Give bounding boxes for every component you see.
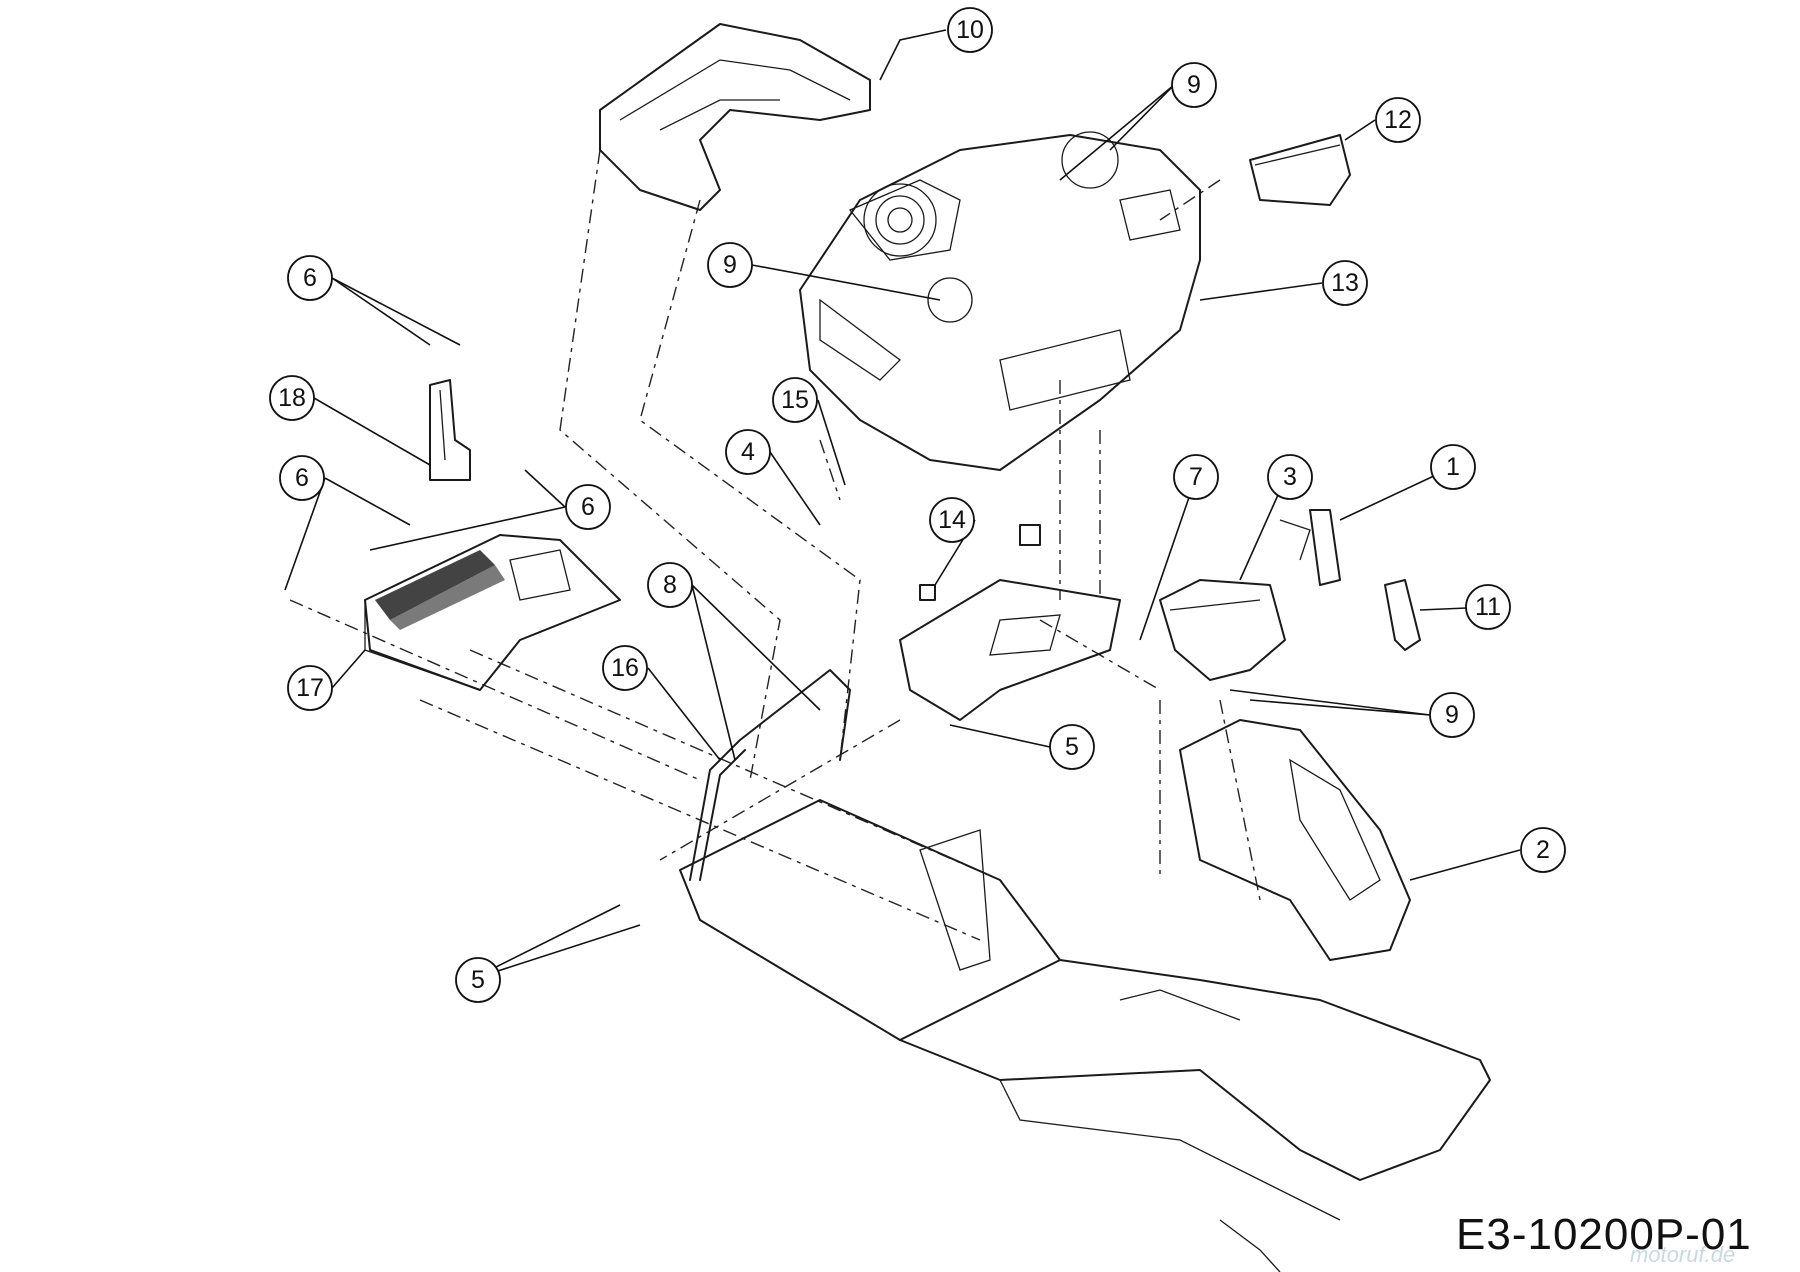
dash-panel — [1159, 579, 1286, 681]
hood-support-bar — [689, 669, 851, 881]
callout-13: 13 — [1322, 260, 1368, 306]
callout-label: 8 — [663, 571, 677, 599]
callout-7: 7 — [1173, 454, 1219, 500]
drawing-code: E3-10200P-01 — [1456, 1210, 1752, 1259]
callout-6: 6 — [287, 255, 333, 301]
callout-label: 6 — [303, 264, 317, 292]
callout-label: 11 — [1475, 593, 1501, 621]
callout-1: 1 — [1430, 444, 1476, 490]
callout-label: 6 — [581, 493, 595, 521]
callout-label: 9 — [723, 251, 737, 279]
callout-4: 4 — [725, 429, 771, 475]
callout-12: 12 — [1375, 97, 1421, 143]
callout-label: 10 — [956, 16, 984, 44]
callout-9: 9 — [707, 242, 753, 288]
callout-label: 6 — [295, 464, 309, 492]
callout-15: 15 — [772, 377, 818, 423]
callout-label: 9 — [1187, 71, 1201, 99]
floor-pan-plate — [899, 579, 1121, 721]
mirror-bracket — [1279, 509, 1341, 586]
callout-9: 9 — [1429, 692, 1475, 738]
callout-label: 4 — [741, 438, 755, 466]
callout-label: 13 — [1331, 269, 1359, 297]
callout-label: 14 — [938, 506, 966, 534]
callout-6: 6 — [279, 455, 325, 501]
callout-label: 3 — [1283, 463, 1297, 491]
callout-label: 16 — [611, 654, 639, 682]
callout-16: 16 — [602, 645, 648, 691]
lever-knob — [1384, 579, 1421, 651]
watermark: motoruf.de — [1630, 1242, 1736, 1267]
callout-5: 5 — [1049, 724, 1095, 770]
callout-label: 15 — [781, 386, 809, 414]
callout-9: 9 — [1171, 62, 1217, 108]
callout-label: 2 — [1536, 836, 1550, 864]
callout-18: 18 — [269, 375, 315, 421]
battery-tray-cover — [364, 534, 621, 691]
steering-column-cover — [1179, 719, 1411, 961]
chassis-frame — [679, 799, 1491, 1272]
callout-label: 5 — [471, 966, 485, 994]
callout-5: 5 — [455, 957, 501, 1003]
callout-label: 1 — [1446, 453, 1460, 481]
callout-17: 17 — [287, 665, 333, 711]
bracket — [429, 379, 471, 481]
callout-6: 6 — [565, 484, 611, 530]
callout-2: 2 — [1520, 827, 1566, 873]
callout-label: 17 — [296, 674, 324, 702]
callout-14: 14 — [929, 497, 975, 543]
callout-label: 18 — [278, 384, 306, 412]
callout-label: 7 — [1189, 463, 1203, 491]
callout-3: 3 — [1267, 454, 1313, 500]
bumper-stop — [919, 524, 1041, 601]
callout-8: 8 — [647, 562, 693, 608]
seat-hood-cover — [599, 23, 871, 211]
callout-label: 5 — [1065, 733, 1079, 761]
callout-label: 12 — [1384, 106, 1412, 134]
callout-10: 10 — [947, 7, 993, 53]
callout-11: 11 — [1465, 584, 1511, 630]
vent-grille — [375, 550, 505, 630]
cup-holder-insert — [1249, 134, 1351, 206]
engine-hood — [799, 131, 1201, 471]
callout-label: 9 — [1445, 701, 1459, 729]
